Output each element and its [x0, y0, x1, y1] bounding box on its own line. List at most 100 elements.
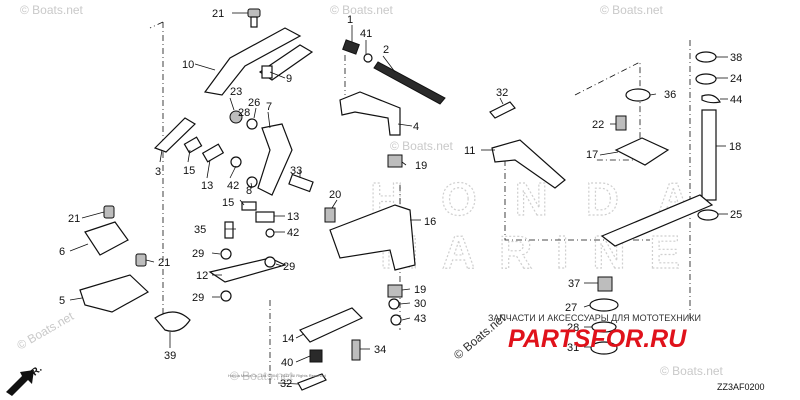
- washer-29-low: [220, 290, 232, 302]
- callout-29-top: 29: [192, 248, 204, 260]
- callout-28-low: 28: [567, 322, 579, 334]
- ring-38: [695, 51, 717, 63]
- watermark-site: © Boats.net: [660, 364, 724, 378]
- callout-32-low: 32: [280, 378, 292, 390]
- throttle-rod-10: [203, 27, 302, 96]
- callout-13-top: 13: [201, 180, 213, 192]
- callout-34: 34: [374, 344, 386, 356]
- bracket-4: [339, 91, 401, 136]
- collar-19-low: [387, 284, 403, 298]
- promo-tagline: ЗАПЧАСТИ И АКСЕССУАРЫ ДЛЯ МОТОТЕХНИКИ: [488, 313, 701, 323]
- callout-44: 44: [730, 94, 742, 106]
- collar-19-top: [387, 154, 403, 168]
- washer-30: [388, 298, 400, 310]
- assembly-lines: [149, 21, 691, 385]
- callout-3: 3: [155, 166, 161, 178]
- bolt-21-left: [103, 205, 115, 219]
- callout-19-top: 19: [415, 160, 427, 172]
- collar-37: [597, 276, 613, 292]
- callout-33: 33: [290, 165, 302, 177]
- arm-7: [257, 123, 293, 196]
- callout-38: 38: [730, 52, 742, 64]
- front-direction-arrow: FR.: [6, 363, 44, 396]
- callout-37: 37: [568, 278, 580, 290]
- diagram-code: ZZ3AF0200: [717, 382, 765, 392]
- clip-15: [183, 136, 203, 154]
- washer-29-mid: [264, 256, 276, 268]
- callout-13-low: 13: [287, 211, 299, 223]
- callout-15-top: 15: [183, 165, 195, 177]
- callout-24: 24: [730, 73, 742, 85]
- callout-18: 18: [729, 141, 741, 153]
- bracket-5: [79, 274, 150, 313]
- pin-32-low: [297, 373, 327, 391]
- callout-28-mid: 28: [238, 107, 250, 119]
- clip-9: [261, 65, 273, 79]
- bolt-22: [615, 115, 627, 131]
- callout-29-low: 29: [192, 292, 204, 304]
- clip-42-low: [265, 228, 275, 238]
- clip-43: [390, 314, 402, 326]
- callout-19-low: 19: [414, 284, 426, 296]
- arrow-icon: [6, 370, 34, 396]
- callout-4: 4: [413, 121, 419, 133]
- arm-18: [600, 194, 714, 247]
- leader-lines: [69, 12, 728, 385]
- watermark-site: © Boats.net: [15, 309, 77, 353]
- callout-12: 12: [196, 270, 208, 282]
- callout-32-top: 32: [496, 87, 508, 99]
- bolt-21-mid: [135, 253, 147, 267]
- callout-17: 17: [586, 149, 598, 161]
- clip-44: [701, 94, 721, 104]
- bolt-35: [224, 221, 234, 239]
- callout-2: 2: [383, 44, 389, 56]
- promo-brand: PARTSFOR.RU: [508, 325, 687, 353]
- washer-26: [246, 118, 258, 130]
- callout-7: 7: [266, 101, 272, 113]
- clip-39: [154, 311, 191, 332]
- holder-17: [614, 137, 670, 166]
- parts-layer: [79, 8, 721, 391]
- callout-labels: 1 2 3 4 5 6 7 8 9 10 11 12 13 13 14 15 1…: [59, 8, 742, 390]
- watermark-site: © Boats.net: [600, 3, 664, 17]
- cable-rod-2: [373, 61, 446, 105]
- callout-26: 26: [248, 97, 260, 109]
- watermark-site: © Boats.net: [20, 3, 84, 17]
- joint-1: [342, 39, 360, 55]
- promo-block: ЗАПЧАСТИ И АКСЕССУАРЫ ДЛЯ МОТОТЕХНИКИ PA…: [451, 311, 701, 363]
- link-14: [299, 307, 364, 343]
- pin-33: [288, 173, 314, 193]
- callout-42-top: 42: [227, 180, 239, 192]
- copyright-fine: Honda Motor Co., Ltd. 2004 - 2017 All Ri…: [228, 373, 326, 378]
- callout-15-low: 15: [222, 197, 234, 209]
- callout-31: 31: [567, 342, 579, 354]
- callout-9: 9: [286, 73, 292, 85]
- callout-35: 35: [194, 224, 206, 236]
- pin-32-top: [489, 101, 516, 119]
- callout-39: 39: [164, 350, 176, 362]
- callout-6: 6: [59, 246, 65, 258]
- arm-11: [491, 139, 566, 189]
- cap-40: [309, 349, 323, 363]
- callout-21-mid: 21: [158, 257, 170, 269]
- washer-29-top: [220, 248, 232, 260]
- callout-1: 1: [347, 14, 353, 26]
- callout-23: 23: [230, 86, 242, 98]
- washer-31: [590, 341, 618, 355]
- bolt-20: [324, 207, 336, 223]
- callout-14: 14: [282, 333, 294, 345]
- bolt-34: [351, 339, 361, 361]
- callout-41: 41: [360, 28, 372, 40]
- bolt-21-top: [247, 8, 261, 28]
- promo-boats: © Boats.net: [451, 311, 509, 363]
- callout-10: 10: [182, 59, 194, 71]
- watermark-site: © Boats.net: [390, 139, 454, 153]
- seal-36: [625, 88, 651, 102]
- watermark-site: © Boats.net: [230, 369, 294, 383]
- lever-16: [329, 204, 416, 271]
- callout-29-mid: 29: [283, 261, 295, 273]
- callout-25: 25: [730, 209, 742, 221]
- watermark-honda: HONDA: [370, 173, 690, 225]
- washer-24: [695, 73, 717, 85]
